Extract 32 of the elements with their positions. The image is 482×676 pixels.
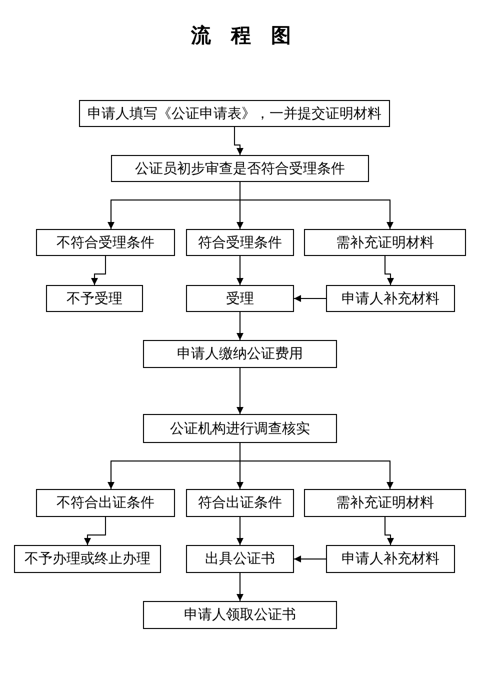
process-box: 不符合出证条件 [36, 489, 175, 517]
process-box: 不予办理或终止办理 [14, 545, 161, 573]
process-box: 公证员初步审查是否符合受理条件 [111, 155, 369, 182]
process-box: 需补充证明材料 [304, 489, 466, 517]
arrow [240, 442, 394, 490]
arrow [236, 312, 244, 340]
process-box: 符合受理条件 [186, 229, 294, 256]
arrow [384, 256, 394, 286]
arrow [236, 368, 244, 414]
process-box: 需补充证明材料 [304, 229, 466, 256]
arrow [294, 295, 326, 302]
title: 流程图 [190, 22, 312, 49]
process-box: 受理 [186, 285, 294, 312]
process-box: 申请人补充材料 [326, 285, 455, 312]
process-box: 申请人填写《公证申请表》，一并提交证明材料 [79, 100, 390, 127]
process-box: 申请人缴纳公证费用 [143, 340, 337, 368]
arrow [84, 516, 106, 546]
arrow [91, 256, 106, 286]
process-box: 申请人补充材料 [326, 545, 455, 573]
arrow [236, 572, 244, 602]
arrow [236, 516, 244, 546]
arrow [294, 556, 326, 562]
arrow [384, 516, 394, 546]
process-box: 出具公证书 [186, 545, 294, 573]
process-box: 申请人领取公证书 [143, 601, 337, 629]
process-box: 符合出证条件 [186, 489, 294, 517]
arrow [234, 126, 244, 156]
process-box: 不符合受理条件 [36, 229, 175, 256]
arrow [236, 256, 244, 286]
arrow [240, 182, 394, 230]
process-box: 公证机构进行调查核实 [143, 414, 337, 443]
process-box: 不予受理 [46, 285, 143, 312]
